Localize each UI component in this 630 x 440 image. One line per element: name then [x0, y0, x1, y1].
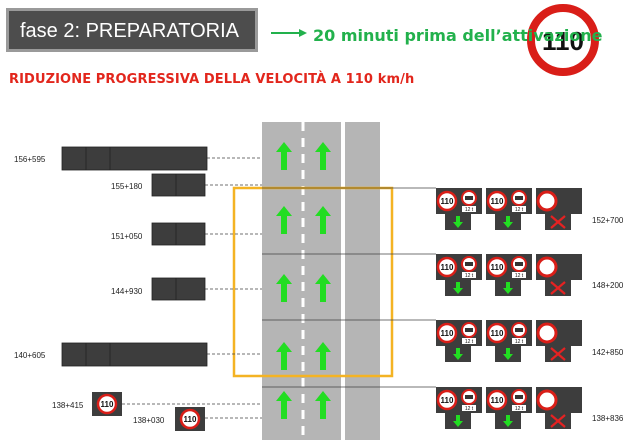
- right-label-1: 152+700: [592, 216, 624, 225]
- up-arrow-icon: [276, 391, 292, 419]
- svg-text:12 t: 12 t: [515, 339, 524, 345]
- speed-limit-sign-icon: [486, 190, 508, 212]
- right-gantry: 110 12 t 110 12 t: [436, 254, 582, 296]
- speed-limit-sign-icon: [486, 256, 508, 278]
- svg-text:12 t: 12 t: [515, 406, 524, 412]
- right-label-3: 142+850: [592, 348, 624, 357]
- gantry-lines: [262, 187, 436, 388]
- svg-text:110: 110: [441, 329, 454, 338]
- down-arrow-icon: [453, 348, 463, 360]
- left-gantries: [61, 146, 208, 367]
- svg-text:110: 110: [491, 197, 504, 206]
- speed-limit-sign-icon: [436, 256, 458, 278]
- right-label-4: 138+836: [592, 414, 624, 423]
- speed-limit-sign-icon: [486, 322, 508, 344]
- right-gantry: 110 12 t 110 12 t: [436, 188, 582, 230]
- svg-text:110: 110: [491, 263, 504, 272]
- down-arrow-icon: [453, 415, 463, 427]
- header-arrow: [271, 29, 307, 37]
- svg-text:110: 110: [491, 329, 504, 338]
- no-entry-ring-icon: [536, 190, 558, 212]
- up-arrow-icon: [276, 142, 292, 170]
- left-label-1: 156+595: [14, 155, 46, 164]
- svg-text:110: 110: [491, 396, 504, 405]
- down-arrow-icon: [503, 415, 513, 427]
- svg-text:12 t: 12 t: [515, 207, 524, 213]
- left-label-3: 151+050: [111, 232, 143, 241]
- phase-banner: [6, 8, 258, 52]
- speed-limit-sign-icon: [486, 389, 508, 411]
- svg-text:110: 110: [101, 400, 114, 409]
- svg-text:12 t: 12 t: [515, 273, 524, 279]
- left-label-6: 138+415: [52, 401, 84, 410]
- svg-text:12 t: 12 t: [465, 406, 474, 412]
- speed-limit-sign-icon: [436, 389, 458, 411]
- down-arrow-icon: [503, 348, 513, 360]
- svg-text:12 t: 12 t: [465, 273, 474, 279]
- right-label-2: 148+200: [592, 281, 624, 290]
- no-entry-ring-icon: [536, 256, 558, 278]
- speed-limit-sign-icon: [436, 190, 458, 212]
- right-gantry: 110 12 t 110 12 t: [436, 320, 582, 362]
- svg-text:110: 110: [184, 415, 197, 424]
- activation-message: 20 minuti prima dell’attivazione: [313, 26, 603, 45]
- up-arrow-icon: [315, 274, 331, 302]
- up-arrow-icon: [315, 142, 331, 170]
- up-arrow-icon: [315, 391, 331, 419]
- left-label-4: 144+930: [111, 287, 143, 296]
- svg-text:110: 110: [441, 396, 454, 405]
- svg-text:110: 110: [441, 263, 454, 272]
- phase-title: fase 2: PREPARATORIA: [20, 20, 239, 42]
- big-speed-limit-sign: 110: [527, 4, 599, 76]
- up-arrow-icon: [276, 274, 292, 302]
- up-arrow-icon: [276, 206, 292, 234]
- left-label-5: 140+605: [14, 351, 46, 360]
- down-arrow-icon: [453, 282, 463, 294]
- up-arrow-icon: [276, 342, 292, 370]
- svg-text:110: 110: [542, 26, 584, 56]
- lane-arrows: [276, 142, 331, 419]
- left-label-7: 138+030: [133, 416, 165, 425]
- left-leader-lines: [122, 157, 262, 419]
- no-entry-ring-icon: [536, 322, 558, 344]
- no-entry-ring-icon: [536, 389, 558, 411]
- svg-text:12 t: 12 t: [465, 339, 474, 345]
- up-arrow-icon: [315, 206, 331, 234]
- right-gantries: 110 12 t 110 12 t 110 12 t 110 12 t 110 12 t 110 12…: [436, 188, 582, 429]
- right-gantry: 110 12 t 110 12 t: [436, 387, 582, 429]
- down-arrow-icon: [503, 282, 513, 294]
- svg-text:12 t: 12 t: [465, 207, 474, 213]
- subtitle: RIDUZIONE PROGRESSIVA DELLA VELOCITÀ A 1…: [9, 72, 415, 87]
- left-speed-sign-panels: 110 110: [92, 392, 205, 431]
- down-arrow-icon: [453, 216, 463, 228]
- speed-limit-sign-icon: [436, 322, 458, 344]
- left-label-2: 155+180: [111, 182, 143, 191]
- svg-text:110: 110: [441, 197, 454, 206]
- down-arrow-icon: [503, 216, 513, 228]
- up-arrow-icon: [315, 342, 331, 370]
